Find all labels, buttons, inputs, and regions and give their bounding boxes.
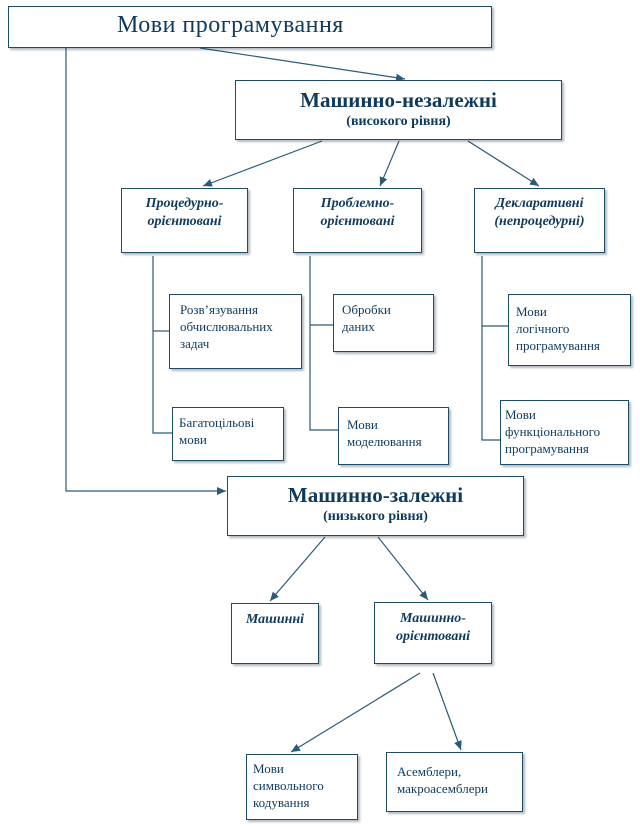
machine-independent-subtitle: (високого рівня) [346,114,451,129]
machine-independent-title: Машинно-незалежні [300,88,497,112]
procedural-line1: Процедурно- [145,196,224,211]
machine-oriented-line2: орієнтовані [396,629,470,644]
bracket-decl [481,256,500,441]
leaf-line: мови [179,432,207,447]
leaf-line: Розв’язування [180,302,258,317]
arrow-mi-to-proc [202,140,323,187]
problem-oriented-line2: орієнтовані [320,214,395,229]
logic-programming-box: Мови логічного програмування [508,294,631,366]
leaf-line: моделювання [347,434,422,449]
assemblers-box: Асемблери, макроасемблери [386,752,523,812]
declarative-box: Декларативні (непроцедурні) [474,188,605,253]
machine-oriented-box: Машинно- орієнтовані [374,602,492,664]
leaf-line: Мови [253,761,284,776]
leaf-line: функціонального [505,424,601,439]
arrow-root-to-md [65,48,226,495]
machine-oriented-line1: Машинно- [400,611,466,626]
root-box: Мови програмування [8,6,492,48]
procedural-line2: орієнтовані [147,214,222,229]
machine-dependent-title: Машинно-залежні [287,483,464,507]
computational-tasks-box: Розв’язування обчислювальних задач [169,294,302,369]
problem-oriented-box: Проблемно- орієнтовані [293,188,422,253]
machine-dependent-box: Машинно-залежні (низького рівня) [227,476,524,536]
leaf-line: символьного [253,778,324,793]
declarative-line2: (непроцедурні) [494,214,585,229]
symbolic-coding-box: Мови символьного кодування [246,754,358,820]
machine-languages-label: Машинні [245,612,305,627]
leaf-line: програмування [505,441,589,456]
multipurpose-languages-box: Багатоцільові мови [172,407,284,461]
machine-languages-box: Машинні [231,603,319,664]
data-processing-box: Обробки даних [333,294,434,352]
arrow-mor-to-sym [290,672,421,753]
functional-programming-box: Мови функціонального програмування [500,400,629,465]
bracket-prob [309,256,338,431]
arrow-mor-to-asm [432,672,462,751]
leaf-line: обчислювальних [180,319,273,334]
machine-dependent-subtitle: (низького рівня) [323,509,428,524]
leaf-line: кодування [253,795,310,810]
leaf-line: Асемблери, [397,764,462,779]
arrow-md-to-mash [269,536,326,602]
arrow-mi-to-prob [379,140,400,187]
arrow-md-to-mor [377,536,429,601]
arrow-mi-to-decl [467,140,540,187]
root-label: Мови програмування [117,12,344,38]
leaf-line: Обробки [342,302,391,317]
leaf-line: програмування [516,338,600,353]
declarative-line1: Декларативні [495,196,584,211]
leaf-line: Багатоцільові [179,415,255,430]
leaf-line: Мови [505,407,536,422]
leaf-line: задач [180,336,210,351]
machine-independent-box: Машинно-незалежні (високого рівня) [235,80,562,140]
problem-oriented-line1: Проблемно- [320,196,395,211]
leaf-line: макроасемблери [397,781,488,796]
leaf-line: Мови [516,304,547,319]
leaf-line: даних [342,319,375,334]
leaf-line: логічного [516,321,570,336]
leaf-line: Мови [347,417,378,432]
bracket-proc [152,256,172,434]
modeling-languages-box: Мови моделювання [338,407,449,465]
procedural-box: Процедурно- орієнтовані [121,188,248,253]
arrow-root-to-mi [199,47,406,82]
